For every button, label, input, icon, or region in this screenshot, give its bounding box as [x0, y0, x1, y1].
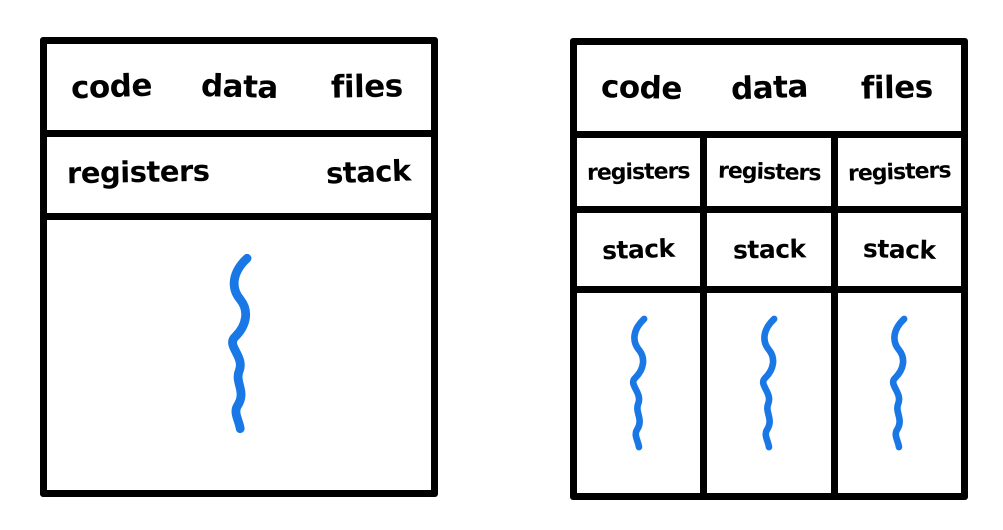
thread-cell: [577, 293, 700, 493]
thread-columns: registers stack registers: [577, 138, 961, 493]
left-code-label: code: [69, 67, 153, 107]
single-threaded-process-box: code data files registers stack: [40, 37, 438, 497]
registers-cell: registers: [837, 138, 961, 213]
left-registers-stack-row: registers stack: [47, 137, 431, 220]
left-registers-label: registers: [66, 153, 210, 191]
right-data-label: data: [729, 68, 809, 108]
registers-label: registers: [847, 157, 951, 187]
right-header-row: code data files: [577, 45, 961, 138]
registers-cell: registers: [707, 138, 831, 213]
left-files-label: files: [330, 68, 404, 106]
thread-squiggle-icon: [883, 313, 913, 457]
registers-cell: registers: [577, 138, 701, 213]
stack-cell: stack: [837, 213, 961, 293]
stack-label: stack: [732, 234, 806, 265]
thread-cell: [838, 293, 961, 493]
left-stack-label: stack: [325, 153, 412, 191]
thread-column-3: registers stack: [837, 138, 961, 493]
stack-label: stack: [601, 233, 676, 266]
thread-squiggle-icon: [752, 313, 782, 457]
stack-cell: stack: [707, 213, 831, 293]
multithreaded-process-box: code data files registers stack: [570, 38, 968, 500]
registers-label: registers: [717, 158, 821, 186]
thread-squiggle-icon: [219, 251, 257, 441]
thread-column-2: registers stack: [707, 138, 838, 493]
thread-cell: [707, 293, 830, 493]
left-data-label: data: [200, 68, 278, 106]
registers-label: registers: [587, 158, 691, 186]
thread-squiggle-icon: [622, 313, 652, 457]
stack-label: stack: [862, 234, 937, 265]
left-thread-area: [47, 220, 431, 490]
thread-column-1: registers stack: [577, 138, 708, 493]
right-code-label: code: [600, 68, 682, 108]
stack-cell: stack: [577, 213, 701, 293]
right-files-label: files: [860, 69, 934, 107]
left-header-row: code data files: [47, 44, 431, 137]
